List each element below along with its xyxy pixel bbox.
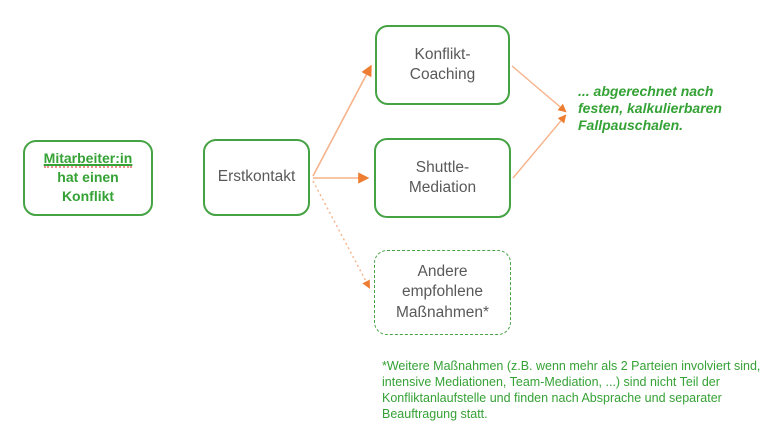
node-erstkontakt: Erstkontakt: [203, 139, 310, 216]
arrow-coaching-to-annotation: [511, 65, 567, 113]
employee-title: Mitarbeiter:in: [43, 150, 133, 169]
erstkontakt-label: Erstkontakt: [217, 168, 296, 186]
konflikt-coaching-label: Konflikt-Coaching: [409, 45, 476, 83]
arrow-contact-to-coaching: [312, 64, 372, 177]
node-andere-massnahmen: Andere empfohlene Maßnahmen*: [374, 250, 511, 335]
billing-annotation: ... abgerechnet nach festen, kalkulierba…: [578, 83, 722, 134]
shuttle-mediation-label: Shuttle- Mediation: [408, 158, 477, 196]
arrow-contact-to-other-dotted: [312, 180, 370, 289]
andere-massnahmen-label: Andere empfohlene Maßnahmen*: [395, 263, 490, 321]
arrow-shuttle-to-annotation: [512, 114, 567, 179]
node-konflikt-coaching: Konflikt-Coaching: [375, 25, 510, 105]
node-shuttle-mediation: Shuttle- Mediation: [374, 138, 511, 218]
employee-subtitle: hat einen Konflikt: [57, 169, 119, 205]
footnote-text: *Weitere Maßnahmen (z.B. wenn mehr als 2…: [382, 359, 761, 421]
node-employee-conflict: Mitarbeiter:in hat einen Konflikt: [23, 140, 153, 216]
